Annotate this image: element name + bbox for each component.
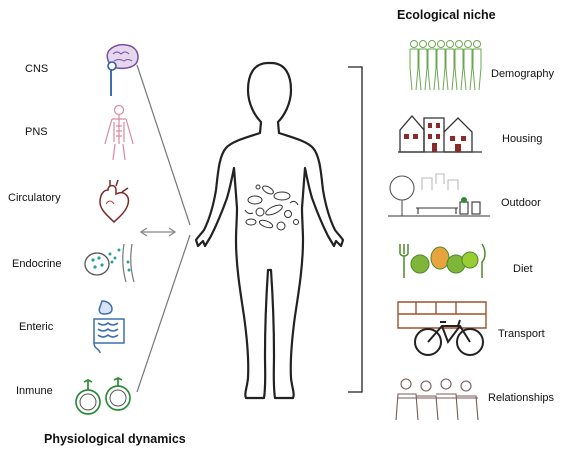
human-body-icon bbox=[194, 61, 345, 400]
system-label-circulatory: Circulatory bbox=[8, 192, 61, 204]
system-label-enteric: Enteric bbox=[19, 321, 54, 333]
physiological-dynamics-title: Physiological dynamics bbox=[44, 432, 186, 446]
immune-cells-icon bbox=[75, 377, 131, 415]
niche-label-transport: Transport bbox=[498, 328, 545, 340]
bracket bbox=[348, 66, 363, 393]
niche-label-diet: Diet bbox=[513, 263, 533, 275]
park-icon bbox=[388, 173, 490, 217]
nervous-system-icon bbox=[104, 104, 134, 161]
crowd-icon bbox=[409, 40, 482, 91]
system-label-inmune: Inmune bbox=[16, 385, 53, 397]
intestine-icon bbox=[93, 300, 125, 354]
niche-label-housing: Housing bbox=[502, 133, 543, 145]
system-label-endocrine: Endocrine bbox=[12, 258, 62, 270]
brain-icon bbox=[106, 43, 139, 96]
system-label-cns: CNS bbox=[25, 63, 49, 75]
houses-icon bbox=[398, 115, 482, 153]
ecological-niche-title: Ecological niche bbox=[397, 8, 496, 22]
system-label-pns: PNS bbox=[25, 126, 48, 138]
connector-line-bottom bbox=[136, 234, 191, 393]
niche-label-demography: Demography bbox=[491, 68, 554, 80]
double-arrow-icon bbox=[139, 227, 177, 237]
heart-icon bbox=[99, 179, 130, 224]
bus-bicycle-icon bbox=[397, 301, 487, 356]
friends-group-icon bbox=[395, 378, 479, 421]
gut-microbiome-icon bbox=[244, 184, 299, 231]
niche-label-outdoor: Outdoor bbox=[501, 197, 541, 209]
food-icon bbox=[399, 243, 486, 278]
hormone-cell-icon bbox=[84, 243, 135, 283]
niche-label-relationships: Relationships bbox=[488, 392, 555, 404]
connector-line-top bbox=[136, 64, 191, 226]
